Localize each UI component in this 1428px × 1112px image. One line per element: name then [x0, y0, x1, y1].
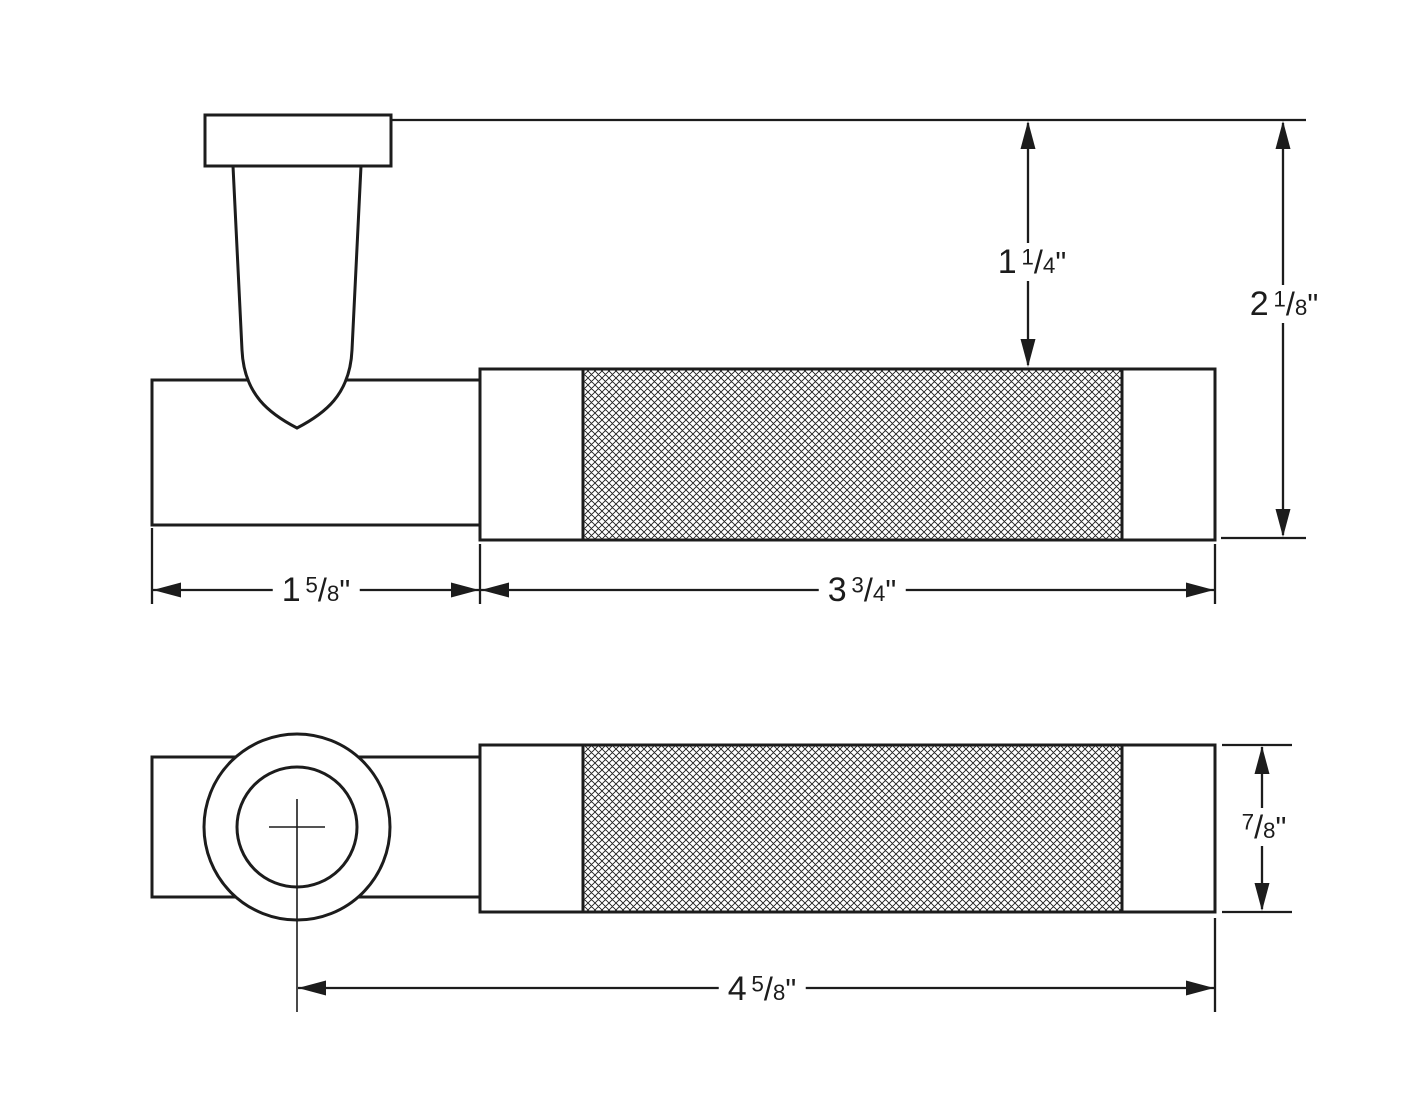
side-knurled-grip	[581, 367, 1124, 542]
side-post-cap	[203, 113, 393, 168]
arrowhead-up-icon	[1254, 746, 1270, 774]
side-view	[150, 113, 1217, 542]
arrowhead-up-icon	[1275, 121, 1291, 149]
arrowhead-left-icon	[481, 582, 509, 598]
side-post-stem	[231, 164, 363, 430]
extension-lines-side-bottom	[150, 528, 1217, 604]
arrowhead-down-icon	[1254, 883, 1270, 911]
extension-lines-barrel	[1222, 743, 1292, 914]
dim-label-barrel-diameter: 7/8"	[1232, 808, 1296, 846]
dim-overall-height	[1275, 121, 1291, 537]
arrowhead-right-icon	[451, 582, 479, 598]
arrowhead-up-icon	[1020, 121, 1036, 149]
arrowhead-left-icon	[153, 582, 181, 598]
arrowhead-left-icon	[298, 980, 326, 996]
arrowhead-down-icon	[1020, 339, 1036, 367]
arrowhead-right-icon	[1186, 582, 1214, 598]
arrowhead-down-icon	[1275, 509, 1291, 537]
arrowhead-right-icon	[1186, 980, 1214, 996]
plan-view	[150, 732, 1217, 1012]
dim-barrel-diameter	[1222, 743, 1292, 914]
plan-knurled-grip	[581, 743, 1124, 914]
